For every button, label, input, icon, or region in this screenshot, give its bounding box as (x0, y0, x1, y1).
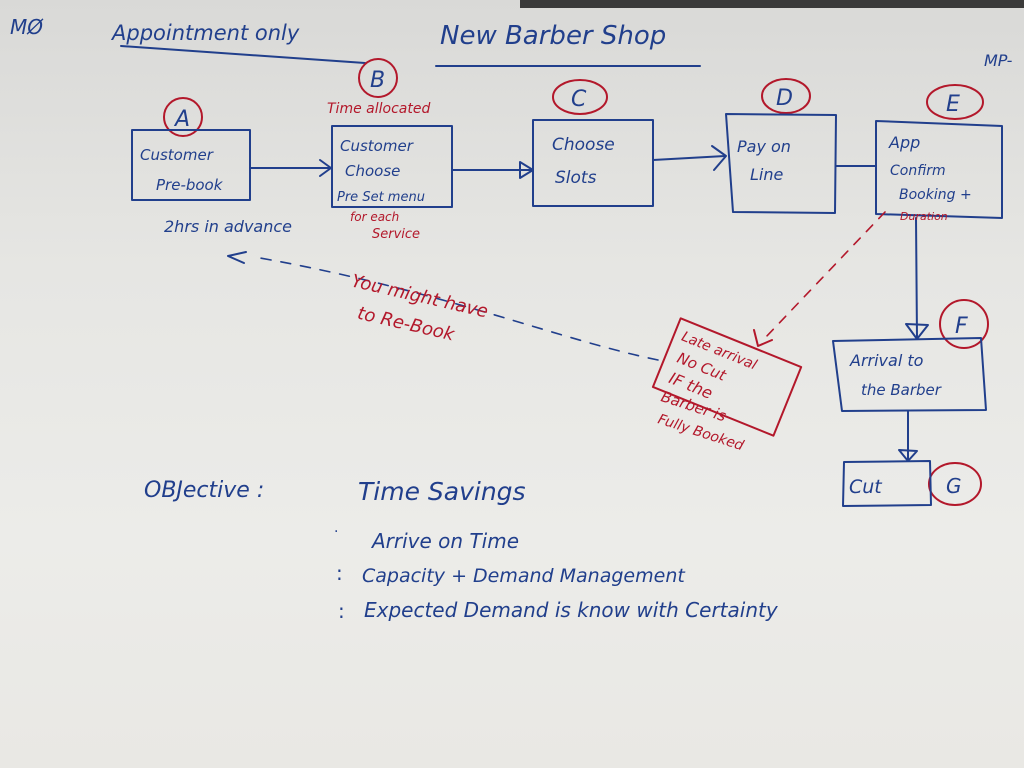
step-b-line-3: Pre Set menu (337, 190, 425, 205)
note-time-allocated: Time allocated (327, 101, 430, 117)
corner-initials: MØ (10, 15, 44, 39)
objective-colon-3: : (336, 561, 343, 585)
dashed-return-arrow (227, 251, 659, 361)
step-box-b: Customer Choose Pre Set menu (331, 125, 453, 208)
step-box-e: App Confirm Booking + (875, 120, 1003, 219)
arrow-a-to-b (249, 159, 332, 177)
page-title: New Barber Shop (440, 21, 666, 51)
step-e-line-2: Confirm (890, 163, 946, 179)
objective-item-3: Capacity + Demand Management (362, 565, 686, 587)
dashed-arrow-e-to-late (753, 211, 886, 347)
subtitle-underline (120, 45, 366, 64)
arrow-e-to-f (905, 217, 929, 340)
step-f-line-2: the Barber (861, 381, 942, 399)
objective-item-1: Time Savings (358, 477, 526, 506)
note-2hrs-in-advance: 2hrs in advance (164, 217, 292, 236)
rebook-note: You might have to Re-Book (349, 271, 490, 346)
step-marker-f: F (939, 299, 989, 349)
step-box-f: Arrival to the Barber (832, 337, 987, 412)
step-letter-e: E (946, 92, 960, 117)
step-a-line-2: Pre-book (156, 176, 224, 194)
arrow-c-to-d (652, 145, 727, 171)
step-g-line-1: Cut (849, 476, 883, 498)
step-f-line-1: Arrival to (849, 351, 924, 370)
step-a-line-1: Customer (140, 146, 214, 164)
step-b-line-1: Customer (340, 137, 414, 155)
step-box-d: Pay on Line (725, 113, 837, 214)
step-box-g: Cut (842, 460, 932, 507)
subtitle-appointment-only: Appointment only (110, 21, 300, 45)
note-duration: Duration (900, 210, 948, 223)
step-d-line-1: Pay on (737, 137, 791, 156)
step-marker-e: E (926, 84, 984, 120)
step-letter-b: B (370, 68, 385, 93)
step-marker-g: G (928, 462, 982, 506)
corner-right-mark: MP- (984, 51, 1013, 70)
objective-item-2: Arrive on Time (370, 529, 519, 553)
step-box-a: Customer Pre-book (131, 129, 251, 201)
step-letter-g: G (946, 474, 962, 498)
step-letter-d: D (776, 86, 793, 111)
note-for-each: for each (350, 210, 399, 224)
step-letter-c: C (571, 87, 587, 112)
step-marker-d: D (761, 78, 811, 114)
arrow-b-to-c (451, 161, 534, 179)
objective-item-4: Expected Demand is know with Certainty (364, 598, 779, 622)
note-service: Service (372, 227, 420, 242)
board-top-edge (520, 0, 1024, 8)
step-d-line-2: Line (750, 165, 784, 184)
objective-colon-2: · (334, 524, 338, 540)
arrow-f-to-g (898, 410, 918, 462)
objective-label: OBJective : (144, 478, 264, 503)
step-letter-f: F (955, 314, 968, 339)
step-marker-b: B (358, 58, 398, 98)
step-marker-a: A (163, 97, 203, 137)
step-box-c: Choose Slots (532, 119, 654, 207)
step-e-line-1: App (888, 133, 920, 152)
step-c-line-2: Slots (555, 168, 597, 188)
step-marker-c: C (552, 79, 608, 115)
step-b-line-2: Choose (345, 162, 400, 180)
step-c-line-1: Choose (552, 135, 615, 155)
step-letter-a: A (173, 107, 190, 132)
step-e-line-3: Booking + (899, 187, 972, 203)
objective-colon-4: : (338, 599, 345, 623)
